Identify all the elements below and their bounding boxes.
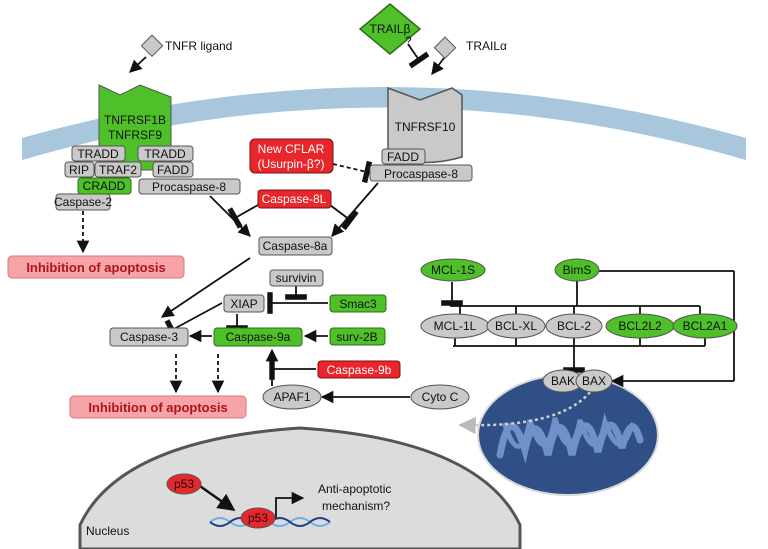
caspase9b-label: Caspase-9b bbox=[327, 363, 392, 377]
bax-label: BAX bbox=[582, 374, 606, 388]
tnfrsf9-label: TNFRSF9 bbox=[108, 128, 162, 142]
caspase8l-label: Caspase-8L bbox=[262, 192, 327, 206]
bcl2a1-ellipse bbox=[672, 313, 738, 339]
bims-label: BimS bbox=[563, 263, 592, 277]
tnfr-ligand-diamond bbox=[140, 34, 164, 58]
procaspase8-box-2 bbox=[369, 164, 473, 182]
xiap-label: XIAP bbox=[230, 297, 257, 311]
cytochrome-release-arrow bbox=[458, 391, 591, 435]
procaspase8-label-1: Procaspase-8 bbox=[152, 180, 226, 194]
trail-alpha-diamond bbox=[433, 36, 457, 60]
apaf1-ellipse bbox=[262, 384, 322, 410]
tnfrsf10-label: TNFRSF10 bbox=[395, 120, 456, 134]
surv2b-label: surv-2B bbox=[336, 330, 377, 344]
caspase8l-box bbox=[257, 189, 332, 209]
procaspase8-label-2: Procaspase-8 bbox=[384, 167, 458, 181]
surv2b-box bbox=[329, 327, 386, 346]
caspase3-box bbox=[109, 327, 189, 347]
caspase2-label: Caspase-2 bbox=[54, 195, 112, 209]
nucleus bbox=[78, 426, 522, 549]
fadd-box-2 bbox=[381, 148, 426, 165]
tnfrsf1b-label: TNFRSF1B bbox=[104, 113, 166, 127]
mcl1s-label: MCL-1S bbox=[431, 263, 475, 277]
bcl2-ellipse bbox=[545, 313, 603, 339]
caspase9a-box bbox=[213, 327, 303, 347]
cell-membrane bbox=[22, 87, 746, 160]
fadd-label-2: FADD bbox=[387, 150, 419, 164]
caspase8a-box bbox=[258, 236, 333, 256]
new-cflar-label-1: New CFLAR bbox=[258, 142, 325, 156]
cradd-box bbox=[77, 177, 132, 195]
bak-label: BAK bbox=[551, 374, 575, 388]
bims-ellipse bbox=[554, 258, 600, 282]
inhibition-label-2: Inhibition of apoptosis bbox=[88, 400, 227, 415]
bclxl-label: BCL-XL bbox=[495, 319, 537, 333]
bcl2a1-label: BCL2A1 bbox=[683, 319, 728, 333]
tnfr-ligand-label: TNFR ligand bbox=[165, 39, 232, 53]
cradd-label: CRADD bbox=[83, 179, 126, 193]
rip-box bbox=[64, 161, 95, 178]
caspase9a-label: Caspase-9a bbox=[226, 330, 291, 344]
new-cflar-label-2: (Usurpin-β?) bbox=[258, 157, 325, 171]
new-cflar-box bbox=[249, 138, 334, 174]
anti-apoptotic-label-2: mechanism? bbox=[322, 499, 390, 513]
apaf1-label: APAF1 bbox=[273, 390, 310, 404]
question-label: ? bbox=[405, 34, 412, 48]
p53-label-2: p53 bbox=[248, 511, 268, 525]
mitochondrion bbox=[477, 374, 659, 496]
trail-alpha-label: TRAILα bbox=[466, 39, 507, 53]
connectors bbox=[76, 43, 735, 518]
inhibition-label-1: Inhibition of apoptosis bbox=[26, 260, 165, 275]
survivin-label: survivin bbox=[276, 271, 317, 285]
bcl2-label: BCL-2 bbox=[557, 319, 591, 333]
smac3-box bbox=[329, 294, 387, 313]
traf2-box bbox=[94, 161, 142, 178]
inhibition-box-2 bbox=[69, 395, 247, 419]
p53-ellipse-2 bbox=[240, 507, 276, 529]
caspase9b-box bbox=[317, 360, 401, 379]
nucleus-label: Nucleus bbox=[86, 524, 129, 538]
p53-label-1: p53 bbox=[174, 477, 194, 491]
mcl1l-label: MCL-1L bbox=[434, 319, 477, 333]
tradd-label-1: TRADD bbox=[77, 147, 119, 161]
tradd-box-1 bbox=[71, 145, 126, 162]
bcl2l2-label: BCL2L2 bbox=[618, 319, 662, 333]
procaspase8-box-1 bbox=[138, 178, 241, 195]
xiap-box bbox=[223, 294, 265, 313]
smac3-label: Smac3 bbox=[339, 297, 377, 311]
rip-label: RIP bbox=[69, 163, 89, 177]
caspase8a-label: Caspase-8a bbox=[263, 239, 328, 253]
tradd-label-2: TRADD bbox=[144, 147, 186, 161]
fadd-label-1: FADD bbox=[157, 163, 189, 177]
bax-ellipse bbox=[575, 369, 613, 393]
mcl1s-ellipse bbox=[420, 258, 486, 282]
fadd-box-1 bbox=[152, 161, 194, 178]
trail-beta-label: TRAILβ bbox=[370, 22, 411, 36]
anti-apoptotic-label-1: Anti-apoptotic bbox=[318, 482, 391, 496]
p53-ellipse-1 bbox=[166, 473, 202, 495]
trail-beta-diamond bbox=[358, 3, 422, 55]
cytoc-ellipse bbox=[410, 384, 470, 410]
bclxl-ellipse bbox=[486, 313, 546, 339]
cytoc-label: Cyto C bbox=[422, 390, 459, 404]
traf2-label: TRAF2 bbox=[99, 163, 137, 177]
inhibition-box-1 bbox=[7, 255, 185, 279]
survivin-box bbox=[269, 269, 324, 287]
tradd-box-2 bbox=[137, 145, 194, 162]
caspase3-label: Caspase-3 bbox=[120, 330, 178, 344]
